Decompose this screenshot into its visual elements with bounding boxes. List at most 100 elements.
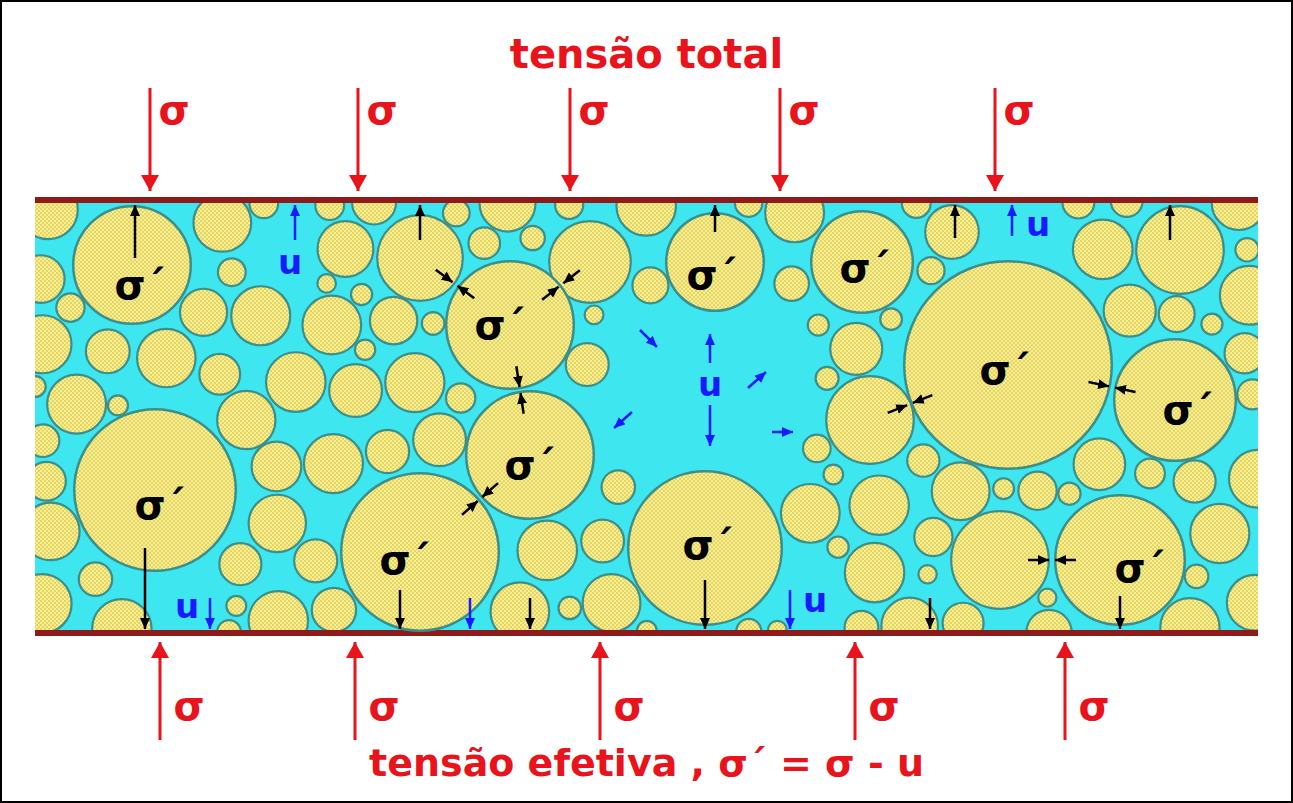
soil-grain-shape bbox=[35, 315, 71, 373]
soil-grain-shape bbox=[1212, 200, 1258, 230]
stress-arrow bbox=[599, 642, 602, 740]
stress-arrow bbox=[994, 88, 997, 191]
soil-grain-shape bbox=[632, 267, 668, 303]
soil-grain-shape bbox=[47, 375, 106, 434]
soil-grain-shape bbox=[849, 476, 908, 535]
soil-grain-shape bbox=[302, 296, 361, 355]
effective-stress-symbol: σ´ bbox=[682, 525, 733, 565]
soil-grain-shape bbox=[366, 430, 409, 473]
soil-grain-shape bbox=[35, 574, 72, 633]
soil-grain: σ´ bbox=[903, 260, 1113, 470]
soil-grain-shape bbox=[1038, 589, 1056, 607]
grain-shape bbox=[628, 471, 782, 625]
soil-grain-shape bbox=[468, 227, 500, 259]
contact-force-arrow bbox=[436, 270, 453, 283]
soil-grain-shape bbox=[816, 367, 839, 390]
soil-grain-shape bbox=[1225, 333, 1258, 373]
total-stress-symbol: σ bbox=[1003, 90, 1034, 130]
soil-grain-shape bbox=[294, 539, 337, 582]
soil-grain-shape bbox=[1074, 438, 1126, 490]
soil-grain-shape bbox=[559, 597, 582, 620]
grain-shape bbox=[341, 473, 499, 631]
soil-grain-shape bbox=[352, 200, 396, 225]
stress-arrow bbox=[354, 642, 357, 740]
soil-grain-shape bbox=[446, 383, 475, 412]
effective-stress-symbol: σ´ bbox=[839, 248, 890, 288]
soil-grain-shape bbox=[329, 364, 382, 417]
soil-grain: σ´ bbox=[810, 210, 914, 314]
stress-arrow bbox=[569, 88, 572, 191]
soil-grain-shape bbox=[217, 391, 275, 449]
total-stress-symbol: σ bbox=[578, 90, 609, 130]
effective-stress-symbol: σ´ bbox=[979, 350, 1030, 390]
soil-grain: σ´ bbox=[627, 470, 783, 626]
grain-shape bbox=[811, 211, 913, 313]
effective-stress-symbol: σ´ bbox=[379, 540, 430, 580]
soil-grain-shape bbox=[925, 205, 979, 259]
soil-grain-shape bbox=[1026, 610, 1071, 633]
soil-grain-shape bbox=[1201, 314, 1222, 335]
soil-grain-shape bbox=[249, 495, 306, 552]
total-stress-symbol: σ bbox=[868, 686, 899, 726]
pore-water bbox=[35, 200, 1258, 633]
soil-grain-shape bbox=[1174, 460, 1216, 502]
soil-grain: σ´ bbox=[340, 472, 500, 632]
grain-shape bbox=[666, 213, 764, 311]
soil-grain-shape bbox=[86, 329, 130, 373]
soil-grain-shape bbox=[1136, 206, 1224, 294]
soil-grain-shape bbox=[219, 543, 261, 585]
soil-grain: σ´ bbox=[465, 390, 595, 520]
total-stress-symbol: σ bbox=[173, 686, 204, 726]
soil-grain-shape bbox=[602, 470, 635, 503]
pore-pressure-symbol: u bbox=[698, 367, 722, 401]
stress-arrow bbox=[357, 88, 360, 191]
soil-grain-shape bbox=[1235, 238, 1258, 261]
soil-grain-shape bbox=[79, 562, 112, 595]
soil-grain-shape bbox=[35, 503, 80, 561]
soil-grain-shape bbox=[581, 520, 624, 563]
grain-shape bbox=[73, 206, 191, 324]
soil-grain-shape bbox=[881, 598, 938, 633]
soil-grain-shape bbox=[943, 603, 984, 633]
contact-force-arrow bbox=[929, 598, 932, 629]
total-stress-symbol: σ bbox=[1078, 686, 1109, 726]
soil-grain: σ´ bbox=[665, 212, 765, 312]
soil-grain-shape bbox=[830, 323, 882, 375]
soil-grain-shape bbox=[35, 376, 46, 397]
soil-grain-shape bbox=[616, 200, 675, 236]
soil-grain-shape bbox=[765, 200, 824, 242]
stress-arrow bbox=[159, 642, 162, 740]
soil-grain-shape bbox=[583, 574, 641, 632]
soil-grain-shape bbox=[252, 442, 302, 492]
contact-force-arrow bbox=[954, 205, 957, 238]
soil-grain-shape bbox=[180, 289, 227, 336]
effective-stress-symbol: σ´ bbox=[114, 265, 165, 305]
soil-grain-shape bbox=[993, 478, 1014, 499]
soil-grain-shape bbox=[1185, 565, 1209, 589]
contact-force-arrow bbox=[1028, 559, 1049, 562]
grain-shape bbox=[904, 261, 1112, 469]
soil-grain-shape bbox=[827, 536, 848, 557]
pore-pressure-symbol: u bbox=[278, 245, 302, 279]
soil-grain-shape bbox=[585, 305, 604, 324]
contact-force-arrow bbox=[563, 270, 579, 283]
soil-grain-shape bbox=[517, 521, 577, 581]
soil-grain-shape bbox=[918, 565, 936, 583]
soil-grain-shape bbox=[199, 354, 240, 395]
pore-pressure-arrow bbox=[709, 405, 712, 446]
pore-pressure-arrow bbox=[709, 334, 712, 363]
grain-shape bbox=[466, 391, 594, 519]
soil-grain-shape bbox=[249, 591, 308, 633]
soil-grain-shape bbox=[1229, 450, 1258, 508]
soil-grain-shape bbox=[1058, 483, 1080, 505]
soil-grain-shape bbox=[774, 266, 809, 301]
soil-grain-shape bbox=[808, 314, 829, 335]
layer-boundary bbox=[35, 197, 1258, 203]
stress-arrow bbox=[779, 88, 782, 191]
soil-grain-shape bbox=[826, 376, 914, 464]
soil-grain-shape bbox=[92, 599, 151, 633]
soil-grain-shape bbox=[355, 340, 375, 360]
soil-grain-shape bbox=[803, 435, 831, 463]
